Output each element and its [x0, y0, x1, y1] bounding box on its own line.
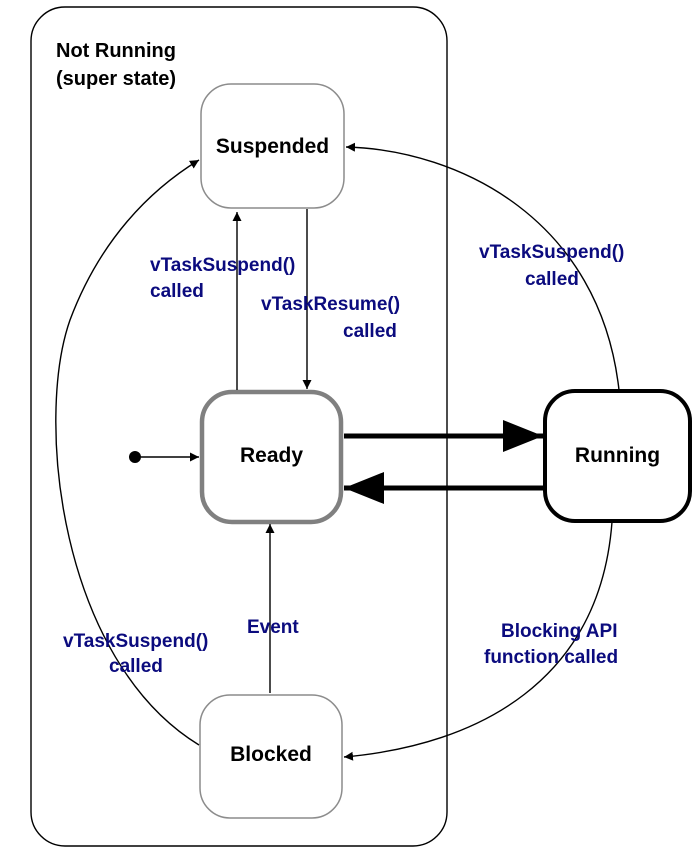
blocked-state-label: Blocked: [230, 743, 312, 766]
suspended-state: [200, 83, 345, 209]
running-to-blocked-arrow: [343, 521, 613, 761]
super-state-title-line2: (super state): [56, 68, 177, 90]
ready-to-suspended-label-line1: vTaskSuspend(): [150, 255, 296, 276]
running-to-blocked-label-line1: Blocking API: [501, 621, 618, 642]
running-to-suspended-label-line1: vTaskSuspend(): [479, 242, 625, 263]
ready-to-suspended-label-line2: called: [150, 281, 204, 302]
ready-state-label: Ready: [239, 444, 304, 467]
running-state-label: Running: [574, 444, 661, 467]
super-state-title-line1: Not Running: [56, 40, 176, 62]
suspended-to-ready-label-line1: vTaskResume(): [261, 294, 401, 315]
ready-state: [199, 389, 344, 525]
blocked-to-ready-label: Event: [247, 617, 299, 638]
initial-state-dot: [129, 451, 141, 463]
blocked-to-suspended-arrow: [55, 159, 200, 746]
not-running-super-state: [30, 6, 448, 847]
running-to-blocked-label-line2: function called: [484, 647, 619, 668]
running-state: [543, 389, 692, 523]
suspended-to-ready-label-line2: called: [343, 321, 397, 342]
suspended-state-label: Suspended: [215, 135, 330, 158]
running-to-suspended-label-line2: called: [525, 269, 579, 290]
blocked-to-suspended-label-line1: vTaskSuspend(): [63, 631, 209, 652]
blocked-to-suspended-label-line2: called: [109, 656, 163, 677]
blocked-state: [199, 694, 343, 819]
running-to-suspended-arrow: [345, 142, 620, 391]
